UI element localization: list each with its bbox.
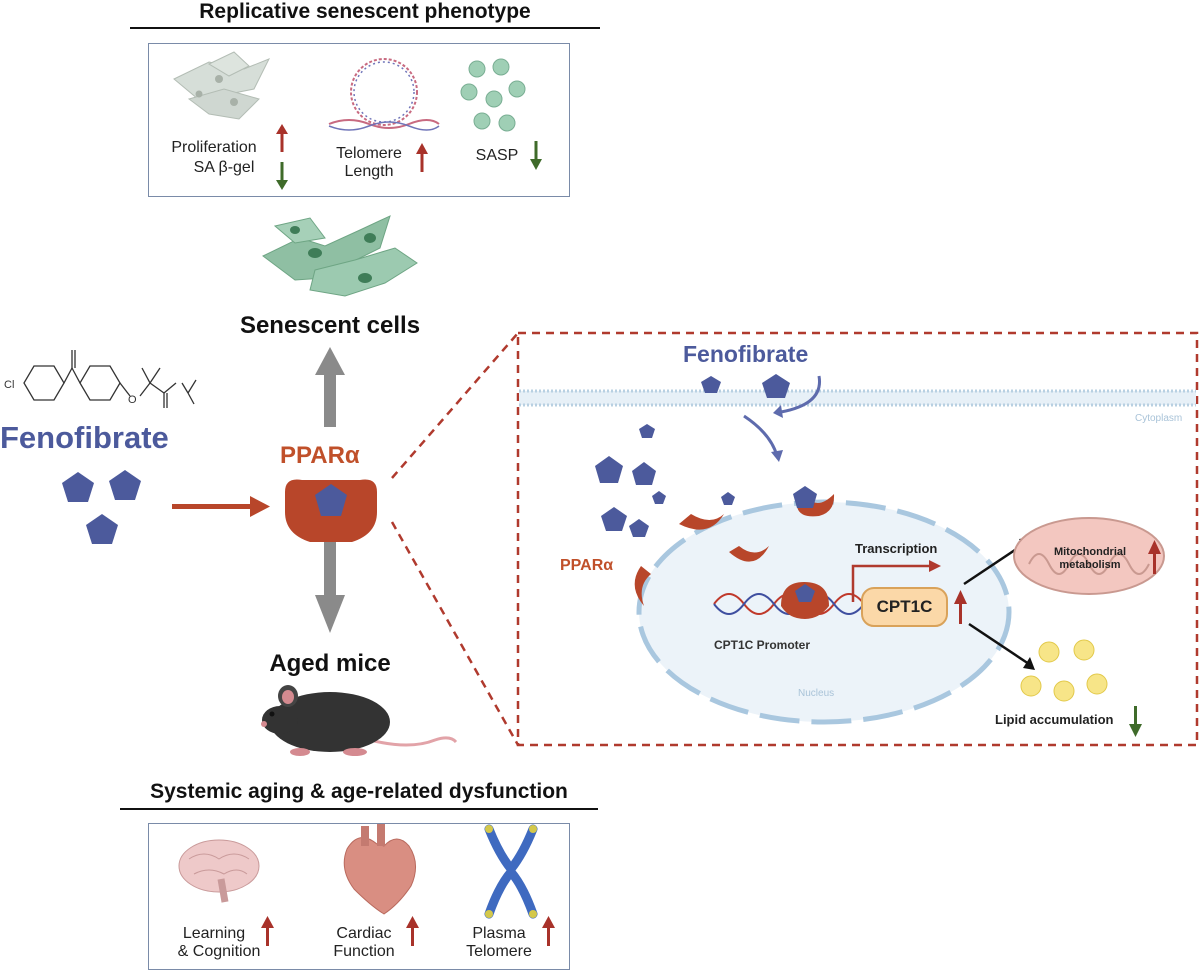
telomere-up-arrow [416,143,428,172]
ppar-bound-promoter [781,582,829,619]
bottom-heading: Systemic aging & age-related dysfunction [150,780,568,803]
cardiac-up-arrow [406,916,419,946]
heart-icon [343,824,416,915]
transcription-label: Transcription [855,541,938,556]
cell-membrane [519,389,1196,407]
systemic-aging-panel: Learning & Cognition Cardiac Function Pl… [148,823,570,970]
membrane-entry-arrow [780,375,822,414]
lipid-accumulation-label: Lipid accumulation [995,712,1114,727]
senescent-phenotype-panel: Proliferation SA β-gel Telomere Length S… [148,43,570,197]
chromosome-icon [484,824,538,919]
top-heading-rule [130,27,600,29]
cytoplasm-entry-arrow [743,414,779,457]
transcription-arrow [851,564,931,602]
sasp-particles-icon [460,58,526,132]
metabolism-label: metabolism [1059,559,1121,571]
cognition-label: & Cognition [177,943,261,960]
down-arrow-to-aged-mice [315,535,345,633]
systemic-icons [178,824,555,946]
telomere-label: Telomere [336,145,402,162]
sasp-down-arrow [530,141,542,170]
mechanism-ppar-label: PPARα [560,557,614,574]
telomere-length-label: Length [344,163,394,180]
senescent-cells-icon [262,215,418,297]
ppar-receptor-icon [285,479,377,542]
fenofibrate-structure-icon: Cl O [4,350,197,408]
brain-icon [178,839,260,903]
senescent-cells-label: Senescent cells [239,312,421,339]
cytoplasm-label: Cytoplasm [1135,413,1183,424]
phenotype-icons [173,51,542,190]
up-arrow-to-senescent-cells [315,347,345,427]
ppar-label: PPARα [280,442,360,469]
mechanism-diagram [519,374,1196,737]
proliferation-up-arrow [276,124,288,152]
mitochondrial-up-arrow [1148,540,1161,574]
chem-o-label: O [128,394,137,406]
plasma-telomere-label: Telomere [466,943,532,960]
sa-bgal-down-arrow [276,162,288,190]
bottom-heading-rule [120,808,598,810]
chem-cl-label: Cl [4,379,14,391]
mitochondrion-icon [1013,517,1165,595]
plasma-label: Plasma [472,925,526,942]
plasma-telomere-up-arrow [542,916,555,946]
nucleus-label: Nucleus [798,688,835,699]
cpt1c-up-arrow [954,590,967,624]
drug-to-ppar-diagram [62,470,377,544]
proliferation-label: Proliferation [171,139,257,156]
red-activation-arrow [172,496,270,517]
mechanism-fenofibrate-label: Fenofibrate [683,341,809,367]
cpt1c-gene-box [861,587,948,627]
cpt1c-promoter-label: CPT1C Promoter [714,638,811,652]
center-arrows [315,347,345,633]
sasp-label: SASP [475,147,519,164]
telomere-dna-icon [328,58,440,131]
lipid-down-arrow [1129,706,1142,737]
mitochondrial-label: Mitochondrial [1053,546,1127,558]
aged-mouse-icon [261,685,458,756]
cognition-up-arrow [261,916,274,946]
aged-mice-label: Aged mice [269,650,391,677]
cpt1c-label: CPT1C [876,597,933,616]
ppar-crescents [634,494,835,606]
lipid-droplets-icon [1020,639,1108,702]
learning-label: Learning [182,925,246,942]
fenofibrate-molecules-icon [62,470,141,544]
zoom-line-top [391,332,519,479]
fibroblast-cells-icon [173,51,271,120]
top-heading: Replicative senescent phenotype [199,0,531,23]
sa-bgal-label: SA β-gel [193,159,255,176]
fenofibrate-label: Fenofibrate [0,420,169,455]
cardiac-label: Cardiac [336,925,392,942]
cardiac-function-label: Function [333,943,395,960]
to-lipid-arrow [968,622,1030,666]
